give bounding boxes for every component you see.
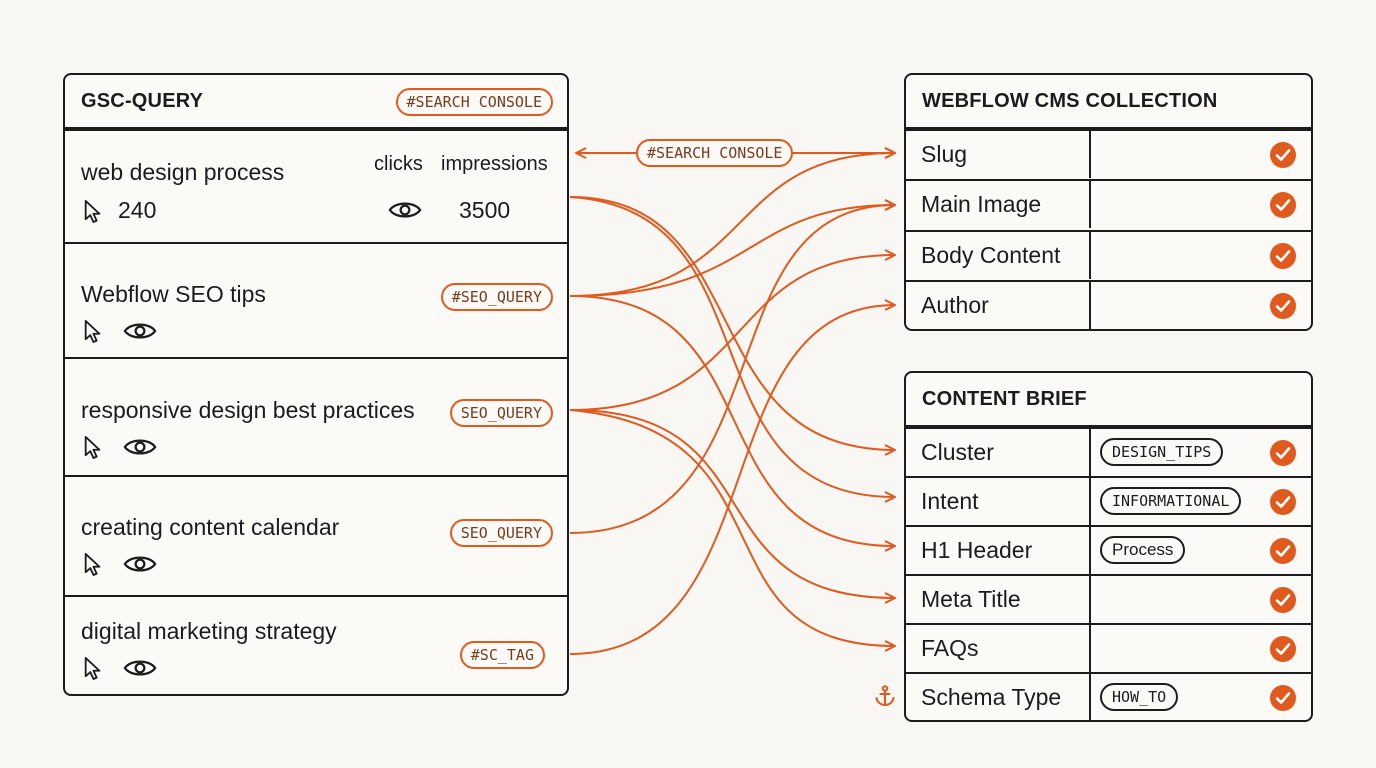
query-text: responsive design best practices (81, 397, 415, 423)
check-circle-icon[interactable] (1269, 586, 1297, 614)
cursor-pointer-icon (84, 657, 101, 680)
field-name: Author (921, 292, 989, 318)
query-row[interactable]: responsive design best practices SEO_QUE… (65, 357, 567, 475)
cursor-pointer-icon (84, 553, 101, 576)
connector-q3-bodycontent (569, 249, 896, 411)
column-divider (1089, 478, 1091, 525)
connector-q1-intent (569, 196, 896, 503)
field-name: FAQs (921, 635, 979, 661)
column-divider (1089, 625, 1091, 672)
field-value-pill[interactable]: HOW_TO (1100, 683, 1179, 711)
cms-collection-panel: WEBFLOW CMS COLLECTION Slug Main Image B… (904, 73, 1313, 331)
field-name: Slug (921, 141, 968, 167)
column-divider (1089, 527, 1091, 574)
brief-field-row[interactable]: Cluster DESIGN_TIPS (906, 427, 1311, 476)
query-tag[interactable]: #SEO_QUERY (440, 283, 553, 311)
cms-field-row[interactable]: Slug (906, 129, 1311, 178)
gsc-panel-title: GSC-QUERY (65, 75, 567, 129)
check-circle-icon[interactable] (1269, 635, 1297, 663)
field-name: Main Image (921, 191, 1042, 217)
column-divider (1089, 674, 1091, 720)
field-name: Schema Type (921, 684, 1062, 710)
field-value-pill[interactable]: DESIGN_TIPS (1100, 438, 1224, 466)
column-divider (1089, 131, 1091, 178)
check-circle-icon[interactable] (1269, 191, 1297, 219)
cms-panel-title: WEBFLOW CMS COLLECTION (906, 75, 1311, 129)
impressions-header: impressions (441, 153, 548, 175)
field-name: Meta Title (921, 586, 1021, 612)
eye-icon (123, 439, 157, 455)
field-value-pill[interactable]: INFORMATIONAL (1100, 487, 1242, 515)
check-circle-icon[interactable] (1269, 439, 1297, 467)
gsc-query-panel: GSC-QUERY #SEARCH CONSOLE web design pro… (63, 73, 569, 696)
connector-q2-slug (569, 147, 896, 297)
query-text: web design process (81, 159, 285, 185)
query-tag[interactable]: SEO_QUERY (449, 399, 553, 427)
check-circle-icon[interactable] (1269, 488, 1297, 516)
column-divider (1089, 181, 1091, 228)
column-divider (1089, 429, 1091, 476)
query-tag[interactable]: SEO_QUERY (449, 519, 553, 547)
query-row[interactable]: Webflow SEO tips #SEO_QUERY (65, 242, 567, 357)
connector-q3-metatitle (569, 409, 896, 604)
column-divider (1089, 576, 1091, 623)
query-tag[interactable]: #SC_TAG (459, 641, 545, 669)
connector-tag[interactable]: #SEARCH CONSOLE (636, 139, 794, 167)
cms-field-row[interactable]: Main Image (906, 179, 1311, 228)
column-divider (1089, 282, 1091, 329)
connector-q2-mainimage (569, 199, 896, 297)
check-circle-icon[interactable] (1269, 537, 1297, 565)
query-row[interactable]: digital marketing strategy #SC_TAG (65, 595, 567, 694)
check-circle-icon[interactable] (1269, 141, 1297, 169)
cms-field-row[interactable]: Author (906, 280, 1311, 329)
brief-field-row[interactable]: Schema Type HOW_TO (906, 672, 1311, 720)
field-name: Body Content (921, 242, 1061, 268)
connector-q5-author (569, 299, 896, 655)
brief-field-row[interactable]: Intent INFORMATIONAL (906, 476, 1311, 525)
field-name: Intent (921, 488, 979, 514)
content-brief-panel: CONTENT BRIEF Cluster DESIGN_TIPS Intent… (904, 371, 1313, 722)
cursor-pointer-icon (84, 200, 101, 223)
clicks-header: clicks (374, 153, 423, 175)
check-circle-icon[interactable] (1269, 292, 1297, 320)
gsc-panel-tag[interactable]: #SEARCH CONSOLE (395, 88, 553, 116)
cursor-pointer-icon (84, 436, 101, 459)
brief-field-row[interactable]: H1 Header Process (906, 525, 1311, 574)
field-name: H1 Header (921, 537, 1033, 563)
eye-icon (388, 202, 422, 218)
check-circle-icon[interactable] (1269, 684, 1297, 712)
connector-q4-mainimage (569, 199, 896, 534)
eye-icon (123, 323, 157, 339)
brief-field-row[interactable]: FAQs (906, 623, 1311, 672)
query-row[interactable]: web design process clicks impressions 24… (65, 129, 567, 242)
brief-field-row[interactable]: Meta Title (906, 574, 1311, 623)
eye-icon (123, 660, 157, 676)
field-value-pill[interactable]: Process (1100, 536, 1186, 564)
anchor-icon (875, 685, 895, 707)
query-text: Webflow SEO tips (81, 281, 266, 307)
field-name: Cluster (921, 439, 994, 465)
check-circle-icon[interactable] (1269, 242, 1297, 270)
query-text: creating content calendar (81, 514, 340, 540)
clicks-value: 240 (118, 197, 157, 223)
column-divider (1089, 232, 1091, 279)
connector-q1-cluster (569, 196, 896, 456)
connector-q2-h1 (569, 295, 896, 552)
connector-q4-faqs (569, 409, 896, 652)
cursor-pointer-icon (84, 320, 101, 343)
eye-icon (123, 556, 157, 572)
query-row[interactable]: creating content calendar SEO_QUERY (65, 475, 567, 595)
cms-field-row[interactable]: Body Content (906, 230, 1311, 279)
brief-panel-title: CONTENT BRIEF (906, 373, 1311, 427)
query-text: digital marketing strategy (81, 618, 337, 644)
impressions-value: 3500 (459, 197, 511, 223)
